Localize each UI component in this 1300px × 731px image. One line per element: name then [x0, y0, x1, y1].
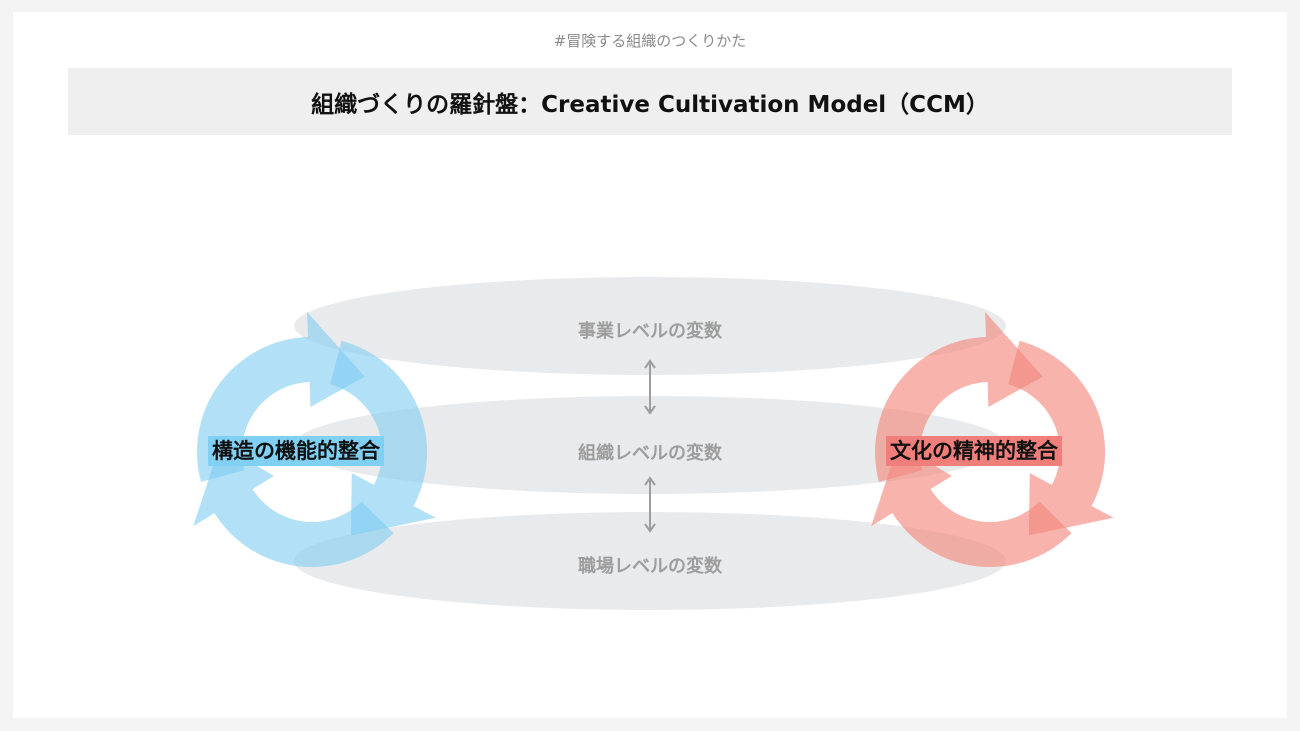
structural-alignment-label: 構造の機能的整合	[208, 436, 384, 466]
hashtag-header: #冒険する組織のつくりかた	[553, 32, 747, 50]
double-arrow-icon	[644, 476, 656, 533]
workplace-level-disc	[294, 512, 1006, 610]
cultural-alignment-label: 文化の精神的整合	[886, 436, 1062, 466]
business-level-disc	[294, 277, 1006, 375]
title-bar: 組織づくりの羅針盤：Creative Cultivation Model（CCM…	[68, 68, 1232, 135]
page-title: 組織づくりの羅針盤：Creative Cultivation Model（CCM…	[311, 91, 989, 118]
business-level-label: 事業レベルの変数	[578, 321, 722, 342]
organization-level-label: 組織レベルの変数	[578, 443, 722, 464]
organization-level-disc	[294, 396, 1006, 494]
double-arrow-icon	[644, 359, 656, 415]
workplace-level-label: 職場レベルの変数	[578, 556, 722, 577]
